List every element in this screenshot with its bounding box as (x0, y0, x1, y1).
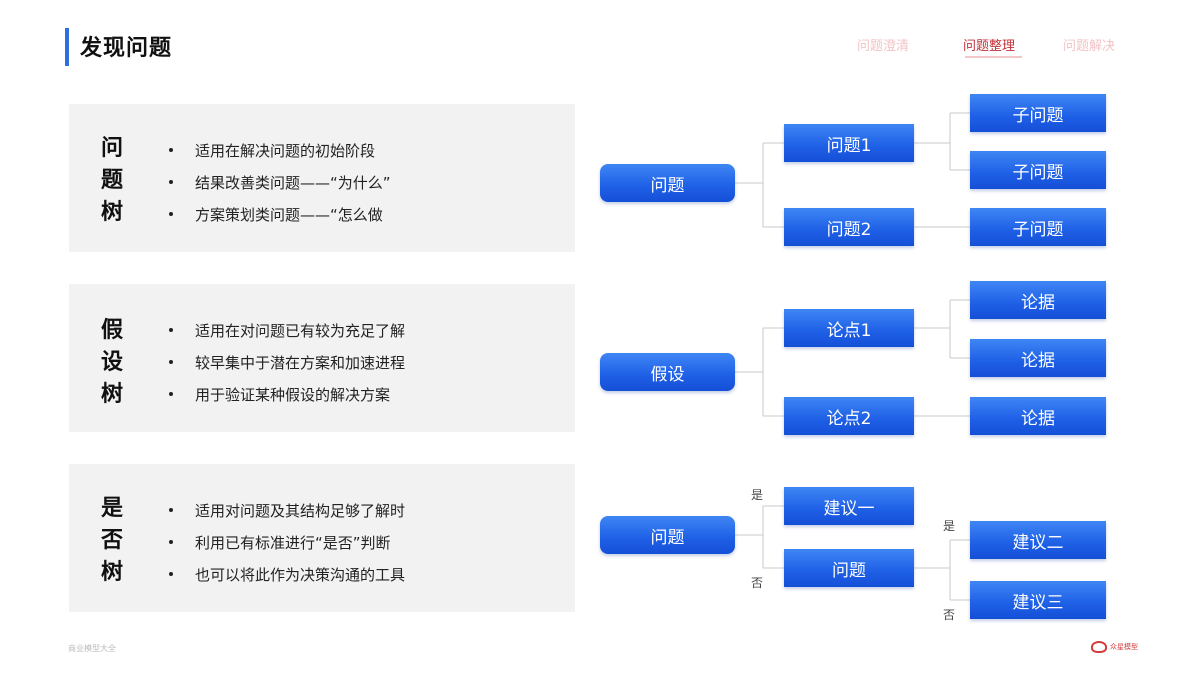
tree-root-node: 问题 (600, 516, 735, 554)
tree-leaf-node: 论据 (970, 397, 1106, 435)
connector-line (913, 299, 970, 359)
tab-problem-solve[interactable]: 问题解决 (1063, 39, 1116, 54)
bullet-text: 较早集中于潜在方案和加速进程 (195, 354, 406, 372)
panel-letter: 题 (100, 168, 123, 193)
tab-problem-clarify[interactable]: 问题澄清 (857, 39, 910, 54)
tree-branch-node: 建议一 (784, 487, 914, 525)
connector-line (735, 142, 784, 228)
edge-label-no: 否 (751, 576, 764, 590)
bullet-text: 用于验证某种假设的解决方案 (195, 386, 391, 404)
bullet-item: 适用在解决问题的初始阶段 (169, 140, 375, 161)
page-title: 发现问题 (80, 36, 173, 61)
edge-label-no: 否 (943, 608, 956, 622)
bullet-dot (169, 148, 173, 152)
bullet-text: 方案策划类问题——“怎么做 (195, 206, 383, 224)
tree-branch-node: 论点2 (784, 397, 914, 435)
panel-letter: 树 (100, 560, 123, 585)
bullet-text: 结果改善类问题——“为什么” (195, 174, 391, 192)
panel-letter: 问 (100, 136, 123, 161)
tree-leaf-node: 论据 (970, 339, 1106, 377)
bullet-item: 适用对问题及其结构足够了解时 (169, 500, 405, 521)
connector-line (735, 327, 784, 417)
brand-logo: 众星模型 (1091, 641, 1138, 653)
panel-yes-no-tree: 是 否 树 适用对问题及其结构足够了解时 利用已有标准进行“是否”判断 也可以将… (69, 464, 575, 612)
tree-root-node: 问题 (600, 164, 735, 202)
bullet-item: 用于验证某种假设的解决方案 (169, 384, 390, 405)
bullet-dot (169, 180, 173, 184)
bullet-item: 适用在对问题已有较为充足了解 (169, 320, 405, 341)
bullet-text: 适用在解决问题的初始阶段 (195, 142, 376, 160)
bullet-item: 利用已有标准进行“是否”判断 (169, 532, 391, 553)
bullet-text: 适用对问题及其结构足够了解时 (195, 502, 406, 520)
panel-letter: 假 (100, 318, 123, 343)
tree-leaf-node: 子问题 (970, 208, 1106, 246)
bullet-item: 方案策划类问题——“怎么做 (169, 204, 383, 225)
panel-hypothesis-tree: 假 设 树 适用在对问题已有较为充足了解 较早集中于潜在方案和加速进程 用于验证… (69, 284, 575, 432)
bullet-text: 也可以将此作为决策沟通的工具 (195, 566, 406, 584)
tree-branch-node: 问题 (784, 549, 914, 587)
footer-source: 商业模型大全 (68, 644, 116, 653)
tree-leaf-node: 建议二 (970, 521, 1106, 559)
edge-label-yes: 是 (943, 519, 956, 533)
panel-letter: 树 (100, 382, 123, 407)
bullet-dot (169, 328, 173, 332)
logo-text: 众星模型 (1110, 643, 1138, 651)
edge-label-yes: 是 (751, 488, 764, 502)
panel-letter: 否 (100, 528, 123, 553)
bullet-item: 结果改善类问题——“为什么” (169, 172, 391, 193)
bullet-dot (169, 508, 173, 512)
bullet-text: 利用已有标准进行“是否”判断 (195, 534, 391, 552)
panel-letter: 是 (100, 496, 123, 521)
tree-leaf-node: 建议三 (970, 581, 1106, 619)
tree-branch-node: 问题1 (784, 124, 914, 162)
tree-leaf-node: 子问题 (970, 94, 1106, 132)
active-tab-underline (965, 56, 1022, 58)
bullet-item: 也可以将此作为决策沟通的工具 (169, 564, 405, 585)
panel-letter: 设 (100, 350, 123, 375)
bullet-item: 较早集中于潜在方案和加速进程 (169, 352, 405, 373)
bullet-dot (169, 212, 173, 216)
logo-icon (1091, 641, 1107, 653)
bullet-text: 适用在对问题已有较为充足了解 (195, 322, 406, 340)
tab-problem-organize[interactable]: 问题整理 (963, 39, 1016, 54)
title-accent-bar (65, 28, 69, 66)
bullet-dot (169, 572, 173, 576)
tree-branch-node: 论点1 (784, 309, 914, 347)
bullet-dot (169, 360, 173, 364)
connector-line (913, 112, 970, 171)
bullet-dot (169, 392, 173, 396)
panel-letter: 树 (100, 200, 123, 225)
tree-leaf-node: 论据 (970, 281, 1106, 319)
tree-leaf-node: 子问题 (970, 151, 1106, 189)
connector-line (913, 539, 970, 601)
bullet-dot (169, 540, 173, 544)
panel-issue-tree: 问 题 树 适用在解决问题的初始阶段 结果改善类问题——“为什么” 方案策划类问… (69, 104, 575, 252)
tree-branch-node: 问题2 (784, 208, 914, 246)
tree-root-node: 假设 (600, 353, 735, 391)
connector-line (735, 505, 784, 569)
